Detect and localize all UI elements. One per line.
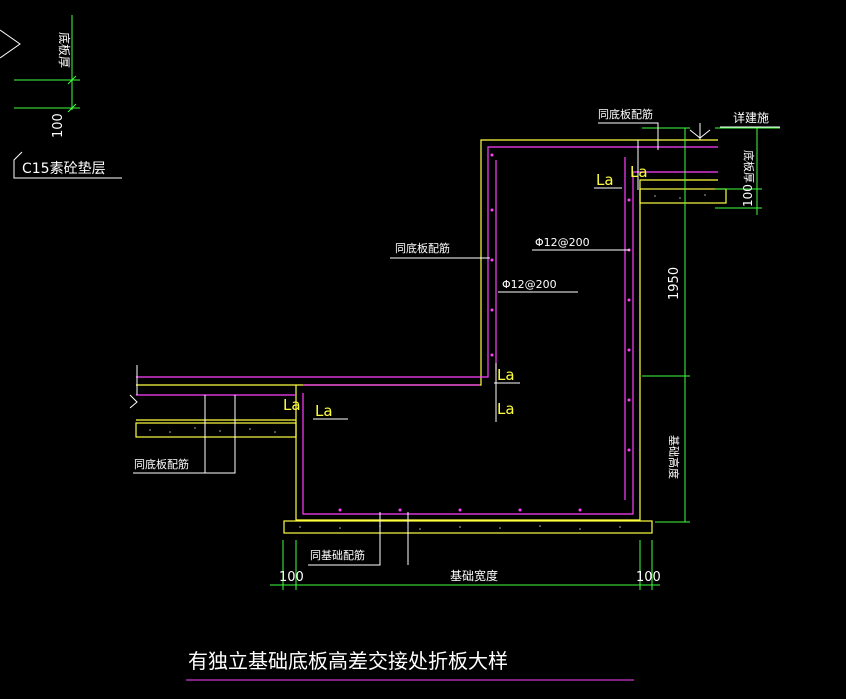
same-slab-top-right-label: 同底板配筋 [598, 107, 653, 121]
right-dim-100: 100 [741, 184, 755, 207]
la-label: La [630, 163, 648, 181]
foundation-width-label: 基础宽度 [450, 568, 498, 583]
top-left-dim-100: 100 [51, 113, 66, 138]
la-label: La [315, 402, 333, 420]
la-labels: La La La La La La [283, 163, 648, 420]
cushion-label: C15素砼垫层 [22, 161, 106, 177]
rebar-label-1: Φ12@200 [535, 236, 590, 249]
concrete-outline [135, 139, 727, 534]
dimensions [270, 127, 780, 590]
same-slab-left-mid-label: 同底板配筋 [395, 241, 450, 255]
la-label: La [497, 366, 515, 384]
cushion-hatch [149, 194, 706, 530]
see-building-label: 详建施 [733, 110, 769, 125]
same-slab-bottom-left-label: 同底板配筋 [134, 457, 189, 471]
dim-1950: 1950 [667, 267, 682, 300]
drawing-title: 有独立基础底板高差交接处折板大样 [188, 649, 508, 673]
right-thickness-label: 底板厚 [742, 150, 756, 183]
same-foundation-label: 同基础配筋 [310, 548, 365, 562]
la-label: La [497, 400, 515, 418]
rebar-label-2: Φ12@200 [502, 278, 557, 291]
la-label: La [283, 396, 301, 414]
rebar-dots [338, 153, 631, 512]
bottom-dim-left: 100 [279, 570, 304, 585]
bottom-dim-right: 100 [636, 570, 661, 585]
leaders [129, 122, 780, 566]
rebar-lines [136, 146, 718, 515]
top-left-thickness-label: 底板厚 [57, 32, 72, 68]
foundation-height-label: 基础高度 [667, 435, 681, 479]
top-left-detail: 底板厚 100 C15素砼垫层 [0, 15, 122, 179]
la-label: La [596, 171, 614, 189]
